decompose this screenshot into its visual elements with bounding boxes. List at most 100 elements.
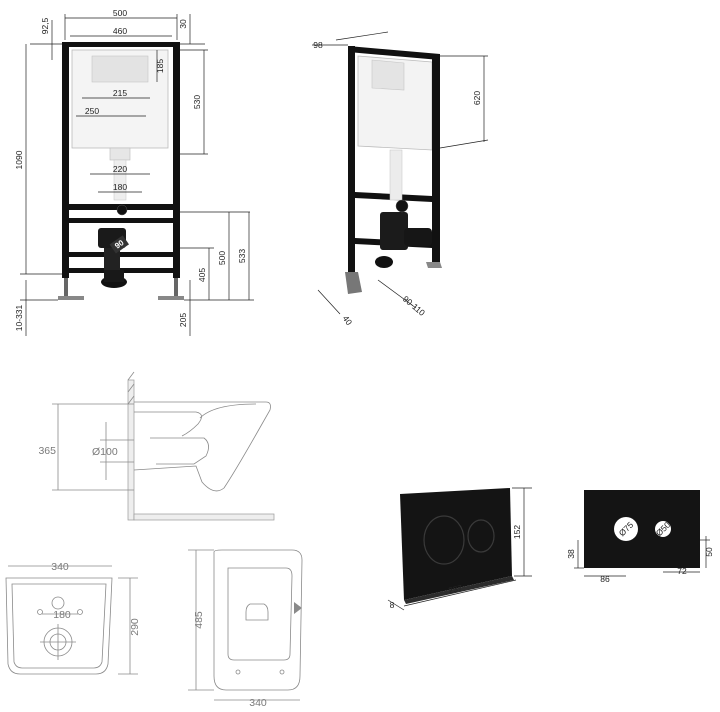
bowl-plan-hole-left (235, 669, 241, 675)
dim-label-530: 530 (192, 95, 202, 109)
bowl-inlet-hole (51, 596, 65, 610)
wall-hatch (127, 371, 135, 381)
dim-line-90-110 (377, 279, 417, 309)
flush-button-back-view: Ø75 Ø50 38 50 86 72 (566, 490, 714, 584)
flush-button-large (423, 515, 465, 565)
dim-line-40 (317, 289, 341, 315)
frame-mid-crossbar (66, 218, 176, 223)
bowl-mount-hole-right (77, 609, 83, 615)
frame-right-leg (174, 278, 178, 298)
dim-label-250: 250 (85, 106, 99, 116)
dim-label-90-110: 90-110 (401, 294, 427, 318)
dim-label-220: 220 (113, 164, 127, 174)
dim-label-237: 237 (447, 583, 463, 596)
dim-label-205: 205 (178, 313, 188, 327)
dim-label-38: 38 (566, 549, 576, 559)
dim-ext-line (439, 139, 489, 149)
frame-isometric-view: 98 620 40 90-110 (312, 31, 489, 328)
bowl-rear-outline (5, 577, 113, 675)
hole-75 (614, 517, 638, 541)
dim-label-180: 180 (113, 182, 127, 192)
bowl-plan-view: 485 340 (188, 549, 303, 709)
frame-left-leg (64, 278, 68, 298)
flush-pipe (109, 147, 131, 161)
bowl-rear-inner-outline (11, 583, 107, 669)
dim-label-180: 180 (53, 609, 71, 621)
iso-drain-outlet (404, 228, 432, 246)
bowl-side-view: 365 Ø100 (38, 371, 275, 521)
water-inlet-valve (116, 204, 128, 216)
drain-outlet-neck (104, 270, 124, 282)
bowl-rim-upper (199, 403, 257, 419)
flush-back-plate (584, 490, 700, 568)
dim-label-10-331: 10-331 (14, 304, 24, 331)
wall-hatch (127, 383, 135, 393)
frame-front-view: 90 500 460 92,5 30 185 215 250 530 1090 … (14, 8, 254, 336)
dim-label-152: 152 (512, 525, 522, 539)
dim-label-72: 72 (677, 566, 687, 576)
dim-label-340: 340 (51, 561, 69, 573)
flush-pipe-lower (113, 159, 127, 201)
dim-label-86: 86 (600, 574, 610, 584)
dim-label-500-vertical: 500 (217, 251, 227, 265)
flush-plate-edge (404, 576, 514, 604)
dim-line-237 (403, 579, 517, 607)
bowl-rim-inner (134, 411, 202, 437)
bowl-plan-inner (227, 567, 293, 661)
frame-right-foot (158, 296, 184, 300)
drain-pipe (104, 248, 120, 270)
bowl-plan-drain (245, 603, 269, 621)
wall-hatch (127, 395, 135, 405)
flush-button-isometric: 152 237 8 (387, 487, 532, 611)
side-wall (127, 379, 135, 521)
dim-line-98 (335, 31, 389, 41)
pipe-diameter-badge: 90 (109, 235, 129, 254)
dim-line-8 (387, 599, 405, 611)
iso-top-rail (348, 46, 440, 60)
bowl-rear-view: 340 180 290 (5, 561, 141, 675)
flush-plate (400, 488, 512, 600)
iso-drain-elbow (380, 212, 408, 250)
iso-left-foot (345, 272, 362, 294)
dim-label-40: 40 (341, 314, 355, 328)
iso-right-post (432, 54, 440, 262)
bowl-plan-outline (213, 549, 303, 691)
dim-label-485: 485 (193, 611, 205, 629)
bowl-trap (150, 437, 209, 465)
dim-label-215: 215 (113, 88, 127, 98)
dim-label-30: 30 (178, 19, 188, 29)
bowl-plan-marker (294, 602, 302, 614)
dim-label-98: 98 (313, 40, 323, 50)
dim-label-290: 290 (129, 618, 141, 636)
dim-label-8: 8 (390, 600, 395, 610)
cistern-valve-housing (91, 55, 149, 83)
floor-line (133, 513, 275, 521)
bowl-mount-hole-left (37, 609, 43, 615)
frame-lower-crossbar (66, 252, 176, 257)
frame-left-post (62, 42, 69, 278)
dim-label-185: 185 (155, 59, 165, 73)
iso-right-foot (426, 262, 442, 268)
iso-flush-pipe (389, 149, 403, 201)
frame-right-post (173, 42, 180, 278)
frame-top-rail (62, 42, 180, 47)
iso-drain-bottom (375, 256, 393, 268)
dim-label-405: 405 (197, 268, 207, 282)
dim-label-365: 365 (38, 445, 56, 457)
iso-inlet-valve (395, 199, 409, 213)
bowl-outline (133, 401, 271, 492)
dim-label-500: 500 (113, 8, 127, 18)
dim-label-533: 533 (237, 249, 247, 263)
flush-button-small (467, 519, 495, 553)
bowl-plan-hole-right (279, 669, 285, 675)
hole-50 (655, 521, 671, 537)
dim-label-50: 50 (704, 547, 714, 557)
dim-label-92-5: 92,5 (40, 17, 50, 34)
iso-cistern-valve (371, 59, 405, 91)
iso-left-post (348, 46, 355, 272)
frame-left-foot (58, 296, 84, 300)
dim-label-340: 340 (249, 697, 267, 709)
dim-label-620: 620 (472, 91, 482, 105)
dim-label-460: 460 (113, 26, 127, 36)
